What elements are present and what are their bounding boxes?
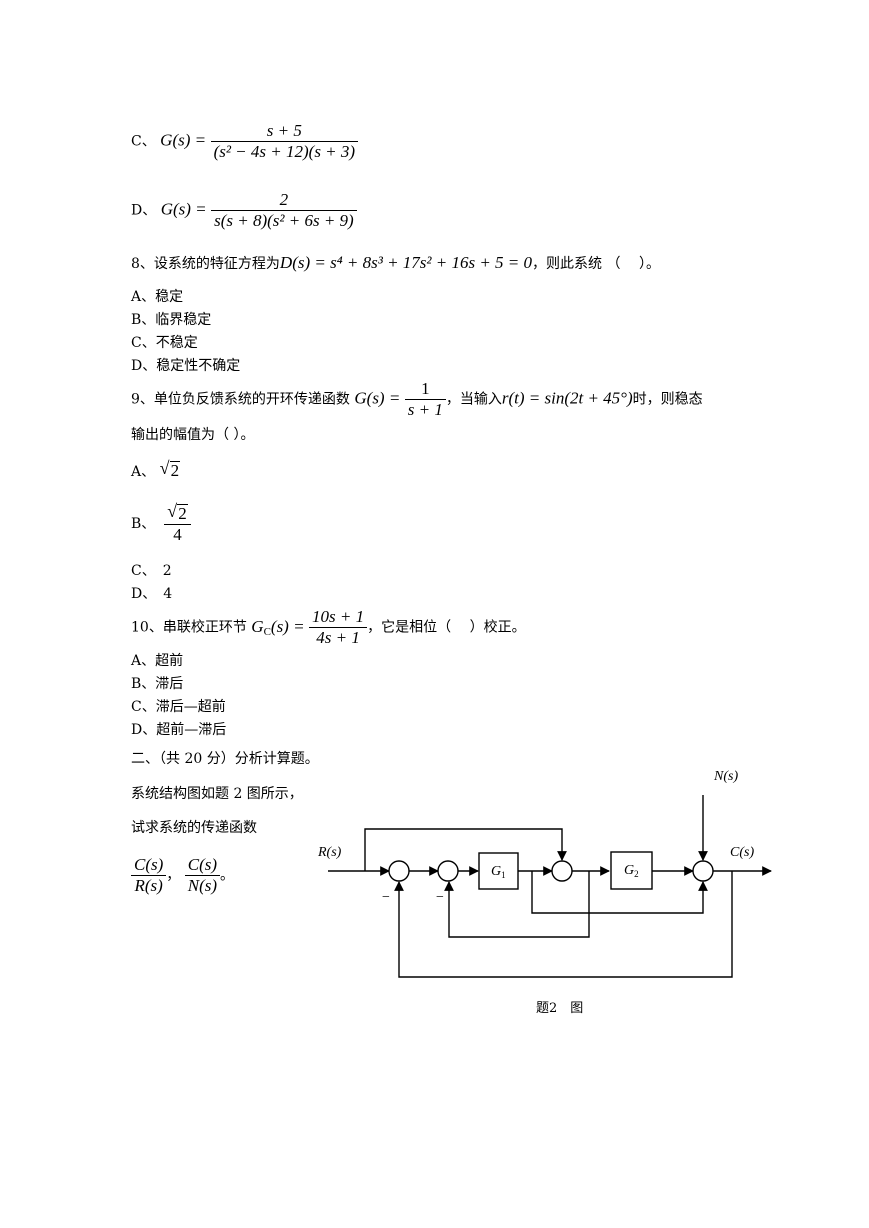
q10-option-a: A、超前 xyxy=(131,653,184,669)
q9-option-b-label: B、 xyxy=(131,516,156,532)
tf-c-over-r-denominator: R(s) xyxy=(134,876,163,895)
q9-mid: ，当输入 xyxy=(445,391,502,408)
q7-option-c-fraction: s + 5 (s² − 4s + 12)(s + 3) xyxy=(210,122,359,161)
label-g1-main: G xyxy=(491,864,501,879)
q8-stem: 8、设系统的特征方程为D(s) = s⁴ + 8s³ + 17s² + 16s … xyxy=(131,254,660,273)
minus-sign-1: − xyxy=(382,890,390,905)
q7-option-c: C、 G(s) = s + 5 (s² − 4s + 12)(s + 3) xyxy=(131,122,359,161)
q9-option-b: B、 √2 4 xyxy=(131,502,191,544)
summing-junction-3 xyxy=(551,860,573,882)
q10-option-d: D、超前—滞后 xyxy=(131,722,227,738)
q9-option-a-sqrt: √2 xyxy=(159,458,181,480)
q7-option-c-denominator: (s² − 4s + 12)(s + 3) xyxy=(213,142,356,161)
q9-option-c: C、 2 xyxy=(131,563,172,579)
tf-c-over-n-numerator: C(s) xyxy=(184,856,221,876)
feedforward-path xyxy=(364,828,567,871)
q8-option-d: D、稳定性不确定 xyxy=(131,358,241,374)
q9-lhs: G(s) = xyxy=(354,388,401,408)
block-g2 xyxy=(610,851,653,890)
q7-option-d-label: D、 xyxy=(131,202,157,219)
tf-c-over-n: C(s) N(s) xyxy=(184,856,221,895)
part2-heading: 二、（共 20 分）分析计算题。 xyxy=(131,751,319,767)
q9-option-b-denominator: 4 xyxy=(173,525,182,544)
q7-option-d-fraction: 2 s(s + 8)(s² + 6s + 9) xyxy=(211,191,357,230)
q7-option-c-lhs: G(s) = xyxy=(160,130,207,150)
q8-suffix: ，则此系统 （ ）。 xyxy=(532,256,660,272)
summing-junction-2 xyxy=(437,860,459,882)
diagram-caption: 题2 图 xyxy=(536,1001,583,1016)
g1-branch-to-s4 xyxy=(531,871,708,914)
tf-c-over-r-numerator: C(s) xyxy=(131,856,167,876)
q7-option-c-numerator: s + 5 xyxy=(210,122,359,142)
part2-transfer-functions: C(s) R(s) ， C(s) N(s) 。 xyxy=(131,856,234,895)
q8-equation: D(s) = s⁴ + 8s³ + 17s² + 16s + 5 = 0 xyxy=(279,253,533,272)
label-c: C(s) xyxy=(730,845,754,860)
tf-c-over-n-denominator: N(s) xyxy=(187,876,218,895)
q9-fraction: 1 s + 1 xyxy=(404,380,446,419)
q8-option-b: B、临界稳定 xyxy=(131,312,212,328)
q7-option-d: D、 G(s) = 2 s(s + 8)(s² + 6s + 9) xyxy=(131,191,357,230)
label-g2: G2 xyxy=(624,863,639,879)
q9-option-b-fraction: √2 4 xyxy=(164,502,191,544)
summing-junction-1 xyxy=(388,860,410,882)
outer-feedback-path xyxy=(394,871,733,978)
inner-feedback-path xyxy=(444,871,590,938)
q7-option-d-denominator: s(s + 8)(s² + 6s + 9) xyxy=(214,211,354,230)
q9-input: r(t) = sin(2t + 45°) xyxy=(501,388,633,408)
q9-option-b-numerator: √2 xyxy=(164,502,191,525)
q10-numerator: 10s + 1 xyxy=(309,608,368,628)
q8-option-a: A、稳定 xyxy=(131,289,184,305)
q10-lhs: GC(s) = xyxy=(251,616,305,638)
q10-denominator: 4s + 1 xyxy=(316,628,360,647)
q7-option-c-label: C、 xyxy=(131,133,156,150)
q7-option-d-lhs: G(s) = xyxy=(160,199,207,219)
label-n: N(s) xyxy=(713,769,738,784)
tf-separator: ， xyxy=(166,867,181,884)
q9-denominator: s + 1 xyxy=(407,400,443,419)
q7-option-d-numerator: 2 xyxy=(211,191,357,211)
q9-suffix: 时，则稳态 xyxy=(632,391,703,408)
q8-prefix: 8、设系统的特征方程为 xyxy=(131,256,280,272)
q9-option-a-label: A、 xyxy=(131,464,156,480)
q10-option-b: B、滞后 xyxy=(131,676,184,692)
minus-sign-2: − xyxy=(436,890,444,905)
summing-junction-4 xyxy=(692,860,714,882)
q9-option-b-radicand: 2 xyxy=(177,504,188,523)
label-r: R(s) xyxy=(317,845,342,860)
part2-text2: 试求系统的传递函数 xyxy=(131,820,257,836)
q9-line2: 输出的幅值为（ ）。 xyxy=(131,427,255,443)
q10-prefix: 10、串联校正环节 xyxy=(131,619,247,636)
q10-option-c: C、滞后—超前 xyxy=(131,699,226,715)
q8-option-c: C、不稳定 xyxy=(131,335,198,351)
q10-stem: 10、串联校正环节 GC(s) = 10s + 1 4s + 1 ，它是相位（ … xyxy=(131,608,526,647)
tf-end: 。 xyxy=(220,867,235,884)
q9-option-a: A、 √2 xyxy=(131,458,181,481)
block-g1 xyxy=(478,852,519,890)
label-g2-main: G xyxy=(624,863,634,878)
tf-c-over-r: C(s) R(s) xyxy=(131,856,167,895)
label-g1: G1 xyxy=(491,864,506,880)
label-g2-sub: 2 xyxy=(634,869,639,879)
label-g1-sub: 1 xyxy=(501,870,506,880)
part2-text1: 系统结构图如题 2 图所示， xyxy=(131,786,303,802)
q9-numerator: 1 xyxy=(404,380,446,400)
q10-suffix: ，它是相位（ ）校正。 xyxy=(367,619,526,636)
q9-stem: 9、单位负反馈系统的开环传递函数 G(s) = 1 s + 1 ，当输入r(t)… xyxy=(131,380,703,419)
q9-option-a-radicand: 2 xyxy=(169,461,181,480)
q9-option-d: D、 4 xyxy=(131,586,173,602)
q9-prefix: 9、单位负反馈系统的开环传递函数 xyxy=(131,391,350,408)
q10-fraction: 10s + 1 4s + 1 xyxy=(309,608,368,647)
